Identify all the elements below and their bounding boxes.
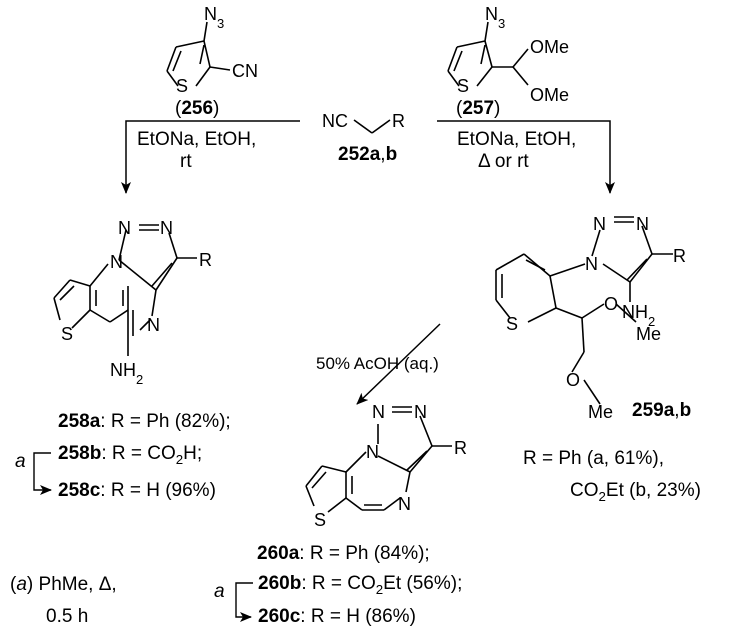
product-258a-id: 258a (58, 411, 101, 432)
compound-252-label: 252a,b (338, 145, 397, 164)
compound-258-atom: N (110, 252, 123, 272)
compound-259-sep: , (674, 400, 680, 421)
compound-257-atom: N3 (485, 4, 505, 31)
product-258c-id: 258c (58, 480, 101, 501)
compound-256-label: (256) (175, 98, 220, 119)
compound-257-atom: OMe (530, 37, 569, 57)
footnote-mark: a (16, 574, 27, 595)
compound-258-atom: S (61, 324, 73, 344)
reaction-arrows (121, 120, 615, 405)
compound-258-atom: R (199, 250, 212, 270)
compound-258-atom: N (118, 218, 131, 238)
product-258a-line: 258a: R = Ph (82%); (58, 412, 231, 431)
compound-260-atom: N (414, 402, 427, 422)
compound-259-atom: O (566, 370, 580, 390)
footnote-line2: 0.5 h (46, 606, 89, 627)
compound-258-structure (53, 224, 197, 356)
compound-257-atom: OMe (530, 85, 569, 105)
compound-256-id: 256 (181, 98, 214, 119)
r-definition-line2: CO2Et (b, 23%) (570, 480, 701, 504)
compound-259-suffix-a: a (663, 400, 675, 421)
compound-252-id: 252 (338, 144, 370, 165)
atom-S: S (176, 76, 188, 96)
compound-252-suffix-b: b (385, 144, 398, 165)
right-conditions-line1: EtONa, EtOH, (457, 129, 577, 150)
product-258b-text: : R = CO2H; (101, 443, 203, 467)
footnote-text: PhMe, Δ, (38, 574, 117, 595)
product-258b-id: 258b (58, 443, 102, 464)
compound-259-atom: N (593, 214, 606, 234)
compound-259-structure (495, 216, 673, 405)
compound-260-atom: S (314, 510, 326, 530)
atom-S: S (457, 76, 469, 96)
compound-252-structure (353, 119, 391, 134)
r-definition-line1: R = Ph (a, 61%), (523, 448, 664, 469)
compound-259-atom: S (506, 314, 518, 334)
product-260b-text: : R = CO2Et (56%); (301, 573, 463, 597)
compound-259-atom: R (673, 246, 686, 266)
product-258c-text: : R = H (96%) (100, 480, 216, 501)
product-260c-text: : R = H (86%) (300, 606, 416, 627)
footnote-line1: (a) PhMe, Δ, (10, 574, 117, 595)
compound-260-atom: N (398, 494, 411, 514)
compound-259-atom: N (585, 254, 598, 274)
product-258c-line: 258c: R = H (96%) (58, 481, 216, 500)
compound-252-atom: NC (322, 111, 348, 131)
product-258a-text: : R = Ph (82%); (100, 411, 231, 432)
product-258b-line: 258b: R = CO2H; (58, 444, 202, 466)
compound-260-atom: N (366, 442, 379, 462)
compound-258-atom: N (160, 218, 173, 238)
compound-256-structure (166, 21, 231, 87)
compound-260-atom: R (454, 438, 467, 458)
compound-257-label: (257) (456, 98, 501, 119)
compound-257-id: 257 (462, 98, 495, 119)
compound-256-atom: CN (232, 61, 258, 81)
compound-259-suffix-b: b (679, 400, 692, 421)
footnote-arrows (33, 452, 253, 622)
compound-252-atom: R (392, 111, 405, 131)
left-conditions-line1: EtONa, EtOH, (137, 129, 257, 150)
acid-conditions: 50% AcOH (aq.) (316, 354, 439, 373)
product-260a-id: 260a (257, 543, 300, 564)
footnote-mark-260: a (214, 581, 225, 602)
left-conditions-line2: rt (180, 151, 192, 172)
product-260c-line: 260c: R = H (86%) (258, 607, 416, 626)
compound-256-atom: N3 (204, 4, 224, 31)
compound-260-atom: N (372, 402, 385, 422)
compound-259-atom: Me (588, 402, 613, 422)
compound-252-suffix-a: a (369, 144, 381, 165)
compound-259-label: 259a,b (632, 401, 691, 420)
compound-259-atom: O (604, 294, 618, 314)
compound-260-structure (305, 406, 452, 513)
compound-259-id: 259 (632, 400, 664, 421)
compound-259-atom: NH2 (622, 302, 655, 329)
product-260b-id: 260b (258, 573, 302, 594)
product-260a-line: 260a: R = Ph (84%); (257, 544, 430, 563)
product-260a-text: : R = Ph (84%); (299, 543, 430, 564)
product-260c-id: 260c (258, 606, 301, 627)
footnote-mark-258: a (15, 451, 26, 472)
compound-259-atom: Me (636, 324, 661, 344)
compound-259-atom: N (636, 214, 649, 234)
compound-257-structure (447, 21, 529, 87)
right-conditions-line2: Δ or rt (478, 151, 529, 172)
compound-258-atom: N (147, 315, 160, 335)
compound-252-sep: , (380, 144, 386, 165)
product-260b-line: 260b: R = CO2Et (56%); (258, 574, 462, 596)
compound-258-atom: NH2 (110, 360, 143, 387)
